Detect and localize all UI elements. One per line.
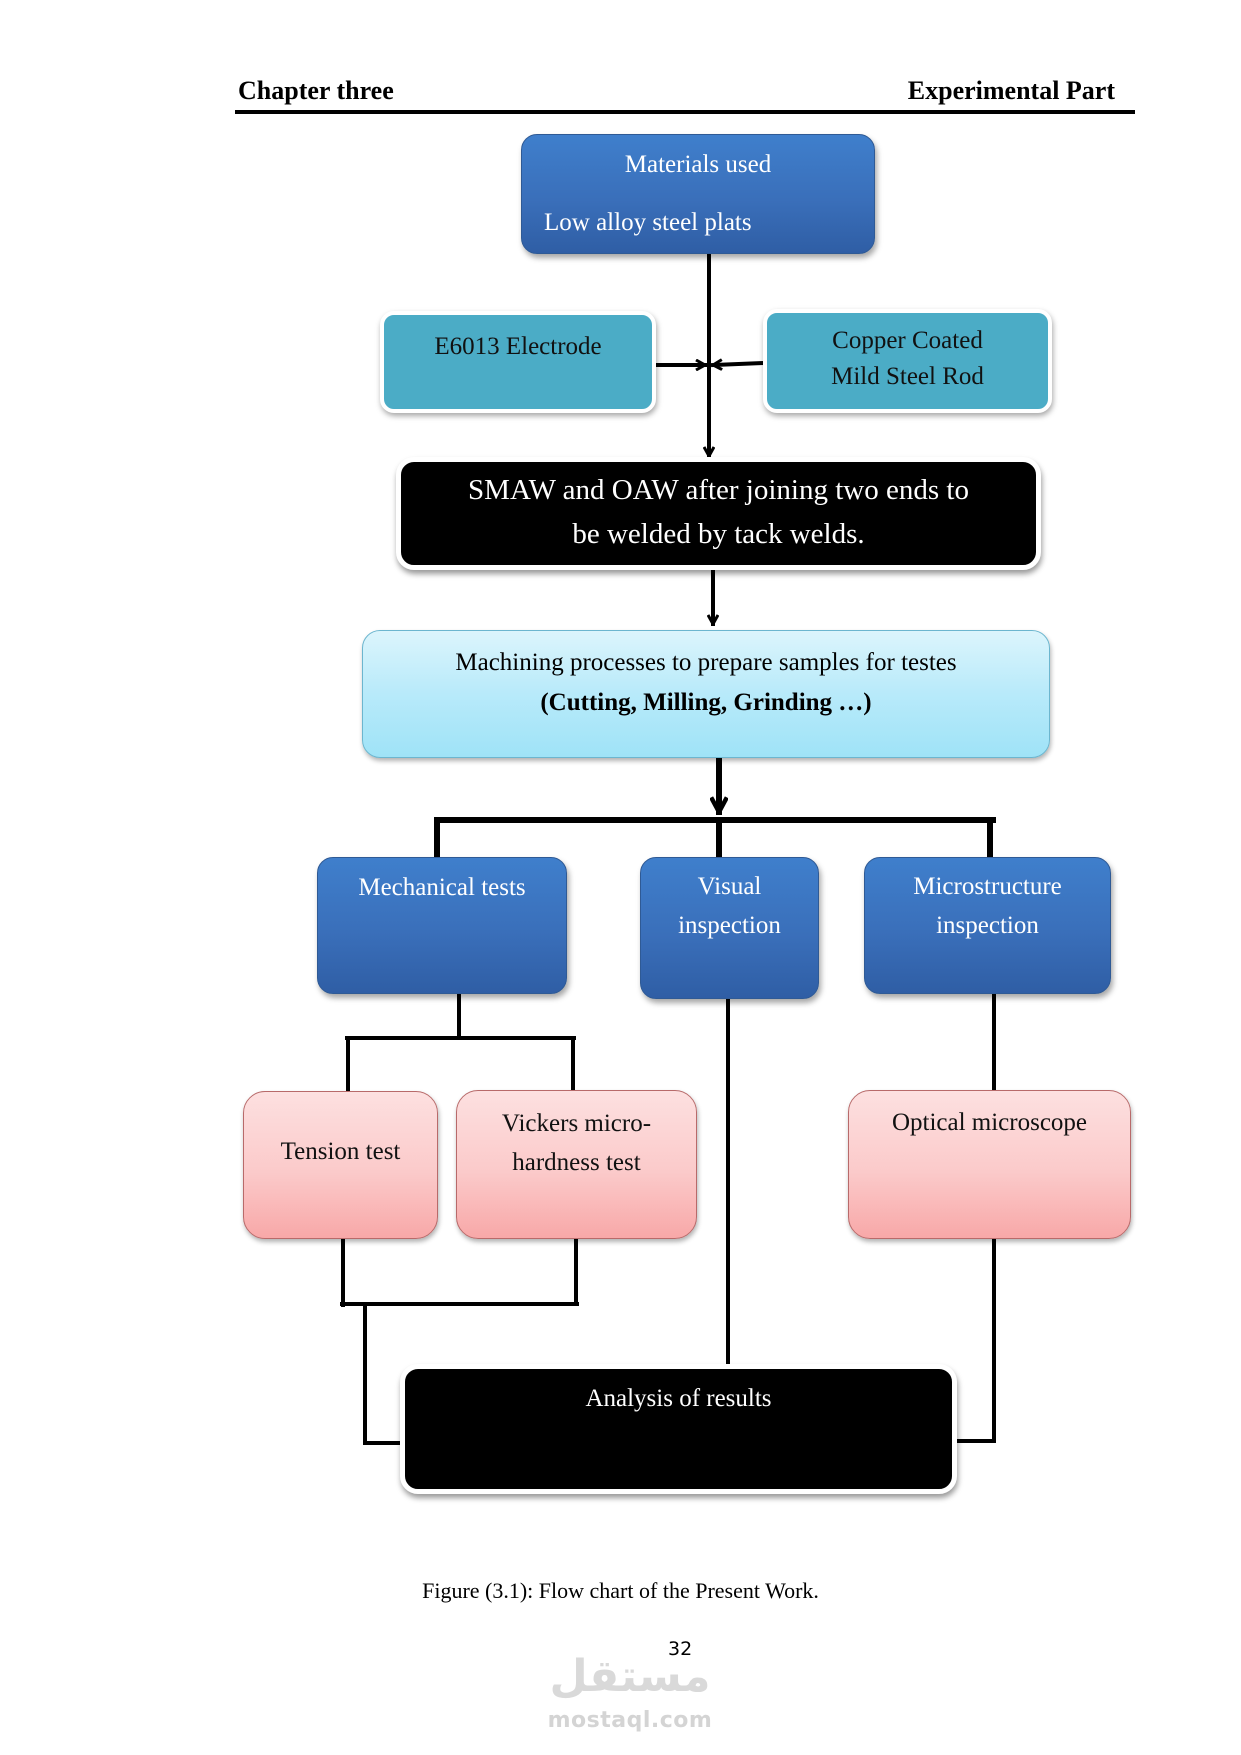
welding-line2: be welded by tack welds. [572,517,865,550]
machining-line2: (Cutting, Milling, Grinding …) [540,689,872,716]
watermark-arabic: مستقل [549,1651,711,1702]
welding-line1: SMAW and OAW after joining two ends to [468,474,969,506]
connector-optical-to-analysis [953,1238,996,1443]
machining-box: Machining processes to prepare samples f… [362,630,1050,758]
electrode-box: E6013 Electrode [380,311,656,413]
microstructure-line2: inspection [936,911,1039,939]
microstructure-line1: Microstructure [913,873,1062,900]
tension-test-box: Tension test [243,1091,438,1239]
materials-box: Materials used Low alloy steel plats [521,134,875,254]
machining-line1: Machining processes to prepare samples f… [455,649,957,676]
header-rule [235,110,1135,114]
analysis-box: Analysis of results [400,1364,957,1494]
tension-test-label: Tension test [280,1138,401,1165]
rod-line2: Mild Steel Rod [831,363,984,391]
page-number: 32 [668,1638,693,1660]
microstructure-inspection-box: Microstructure inspection [864,857,1111,994]
visual-inspection-box: Visual inspection [640,857,819,999]
materials-title: Materials used [624,151,772,178]
section-title: Experimental Part [907,76,1115,105]
mechanical-tests-box: Mechanical tests [317,857,567,994]
visual-line2: inspection [678,911,781,939]
figure-caption: Figure (3.1): Flow chart of the Present … [422,1578,819,1603]
materials-subtitle: Low alloy steel plats [544,209,752,237]
watermark-latin: mostaql.com [547,1708,713,1733]
mechanical-tests-label: Mechanical tests [358,874,526,901]
vickers-line1: Vickers micro- [501,1110,652,1137]
rod-line1: Copper Coated [832,327,983,354]
connector-tests-to-analysis [363,1302,407,1445]
visual-line1: Visual [697,873,762,900]
vickers-test-box: Vickers micro- hardness test [456,1090,697,1239]
connector-rod-to-trunk [713,363,767,365]
welding-box: SMAW and OAW after joining two ends to b… [396,457,1041,570]
rod-box: Copper Coated Mild Steel Rod [763,309,1052,413]
optical-microscope-label: Optical microscope [891,1109,1088,1136]
chapter-title: Chapter three [238,76,394,105]
electrode-label: E6013 Electrode [434,333,602,360]
vickers-line2: hardness test [512,1148,641,1176]
analysis-label: Analysis of results [585,1385,772,1412]
optical-microscope-box: Optical microscope [848,1090,1131,1239]
